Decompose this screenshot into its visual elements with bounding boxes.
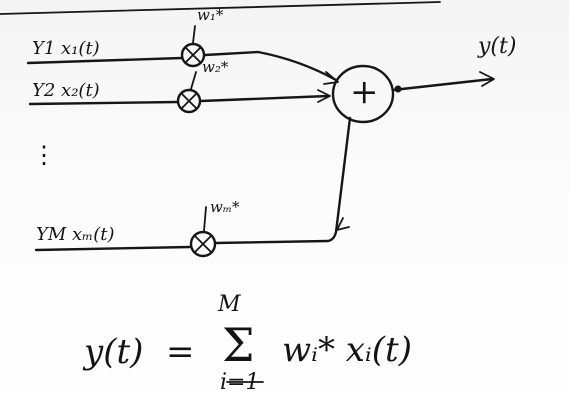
- arrowhead-2: [317, 89, 331, 103]
- output-label: y(t): [478, 34, 517, 59]
- weight-arrow-m: [203, 206, 207, 232]
- equation-equals: =: [166, 332, 195, 372]
- arrowhead-m: [336, 217, 350, 231]
- equation-upper-limit: M: [218, 292, 241, 317]
- weight-label-1: w₁*: [197, 6, 224, 24]
- line-to-summer-1: [203, 50, 338, 82]
- input-label-m: YM xₘ(t): [36, 224, 115, 245]
- weight-arrow-2: [190, 71, 197, 90]
- multiplier-1: [180, 42, 206, 68]
- multiplier-2: [176, 88, 202, 114]
- multiplier-m: [189, 230, 217, 258]
- input-line-m: [34, 245, 192, 252]
- output-arrowhead: [479, 71, 495, 87]
- summer-plus-sign: +: [350, 72, 379, 112]
- input-label-1: Y1 x₁(t): [32, 38, 100, 59]
- input-label-2: Y2 x₂(t): [32, 80, 100, 101]
- equation-term: wᵢ* xᵢ(t): [282, 330, 412, 370]
- equation-sum-symbol: Σ: [222, 318, 255, 372]
- equation-lhs: y(t): [84, 332, 144, 372]
- weight-arrow-1: [192, 25, 196, 44]
- weight-label-2: w₂*: [202, 58, 229, 76]
- arrowhead-1: [323, 71, 339, 85]
- equation-lower-limit: i=1: [220, 370, 260, 395]
- input-line-2: [28, 100, 180, 106]
- vertical-ellipsis: ⋮: [32, 141, 56, 169]
- output-dot: [394, 85, 402, 93]
- line-to-summer-2: [199, 94, 330, 103]
- input-line-1: [26, 56, 184, 65]
- weight-label-m: wₘ*: [210, 198, 240, 216]
- line-to-summer-m: [213, 116, 352, 245]
- output-line: [391, 77, 494, 92]
- board-edge-line: [0, 1, 441, 15]
- summer-node: [331, 64, 395, 124]
